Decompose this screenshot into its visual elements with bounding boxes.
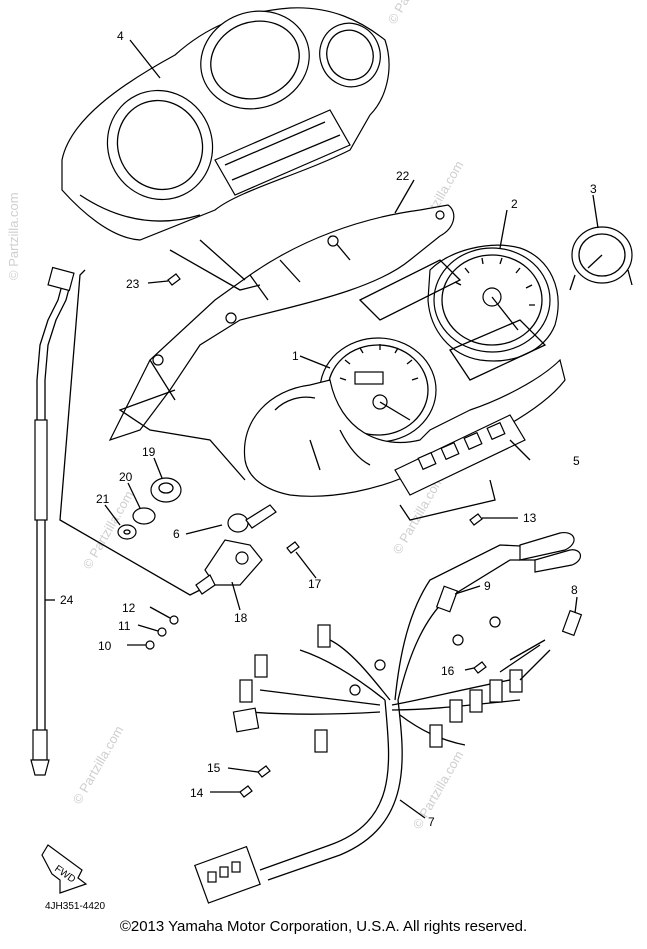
- part-label-2: 2: [511, 197, 518, 211]
- meter-cover: [61, 7, 390, 241]
- part-label-19: 19: [142, 445, 156, 459]
- copyright-notice: ©2013 Yamaha Motor Corporation, U.S.A. A…: [119, 918, 528, 935]
- part-label-24: 24: [60, 593, 74, 607]
- part-label-14: 14: [190, 786, 204, 800]
- leader-lines: [45, 39, 599, 819]
- watermark-bottom-right: © Partzilla.com: [410, 748, 467, 831]
- fuel-gauge: [569, 226, 633, 291]
- part-label-6: 6: [173, 527, 180, 541]
- meter-bracket: [108, 204, 455, 442]
- part-label-18: 18: [234, 611, 248, 625]
- watermark-left: © Partzilla.com: [6, 192, 21, 280]
- indicator-unit: [394, 414, 526, 496]
- fwd-arrow: FWD: [41, 844, 88, 894]
- part-label-1: 1: [292, 349, 299, 363]
- part-label-15: 15: [207, 761, 221, 775]
- part-label-23: 23: [126, 277, 140, 291]
- part-label-16: 16: [441, 664, 455, 678]
- watermark-top-right: © Partzilla.com: [385, 0, 442, 27]
- part-label-21: 21: [96, 492, 110, 506]
- part-label-17: 17: [308, 577, 322, 591]
- part-label-3: 3: [590, 182, 597, 196]
- small-parts: [117, 273, 487, 798]
- part-label-7: 7: [428, 815, 435, 829]
- wire-harness: [194, 531, 583, 904]
- diagram-code: 4JH351-4420: [45, 901, 105, 912]
- part-label-12: 12: [122, 601, 136, 615]
- meter-housing: [243, 259, 566, 497]
- part-label-13: 13: [523, 511, 537, 525]
- part-labels: 4 22 2 3 23 1 19 5 20 21 13 6 17 9 8 24 …: [60, 29, 597, 829]
- part-label-10: 10: [98, 639, 112, 653]
- part-label-5: 5: [573, 454, 580, 468]
- part-label-8: 8: [571, 583, 578, 597]
- part-label-9: 9: [484, 579, 491, 593]
- part-label-4: 4: [117, 29, 124, 43]
- watermark-bottom-left: © Partzilla.com: [70, 723, 127, 806]
- part-label-11: 11: [118, 619, 131, 633]
- speedometer-cable: [30, 266, 75, 776]
- part-label-20: 20: [119, 470, 133, 484]
- part-label-22: 22: [396, 169, 410, 183]
- tachometer: [427, 244, 559, 362]
